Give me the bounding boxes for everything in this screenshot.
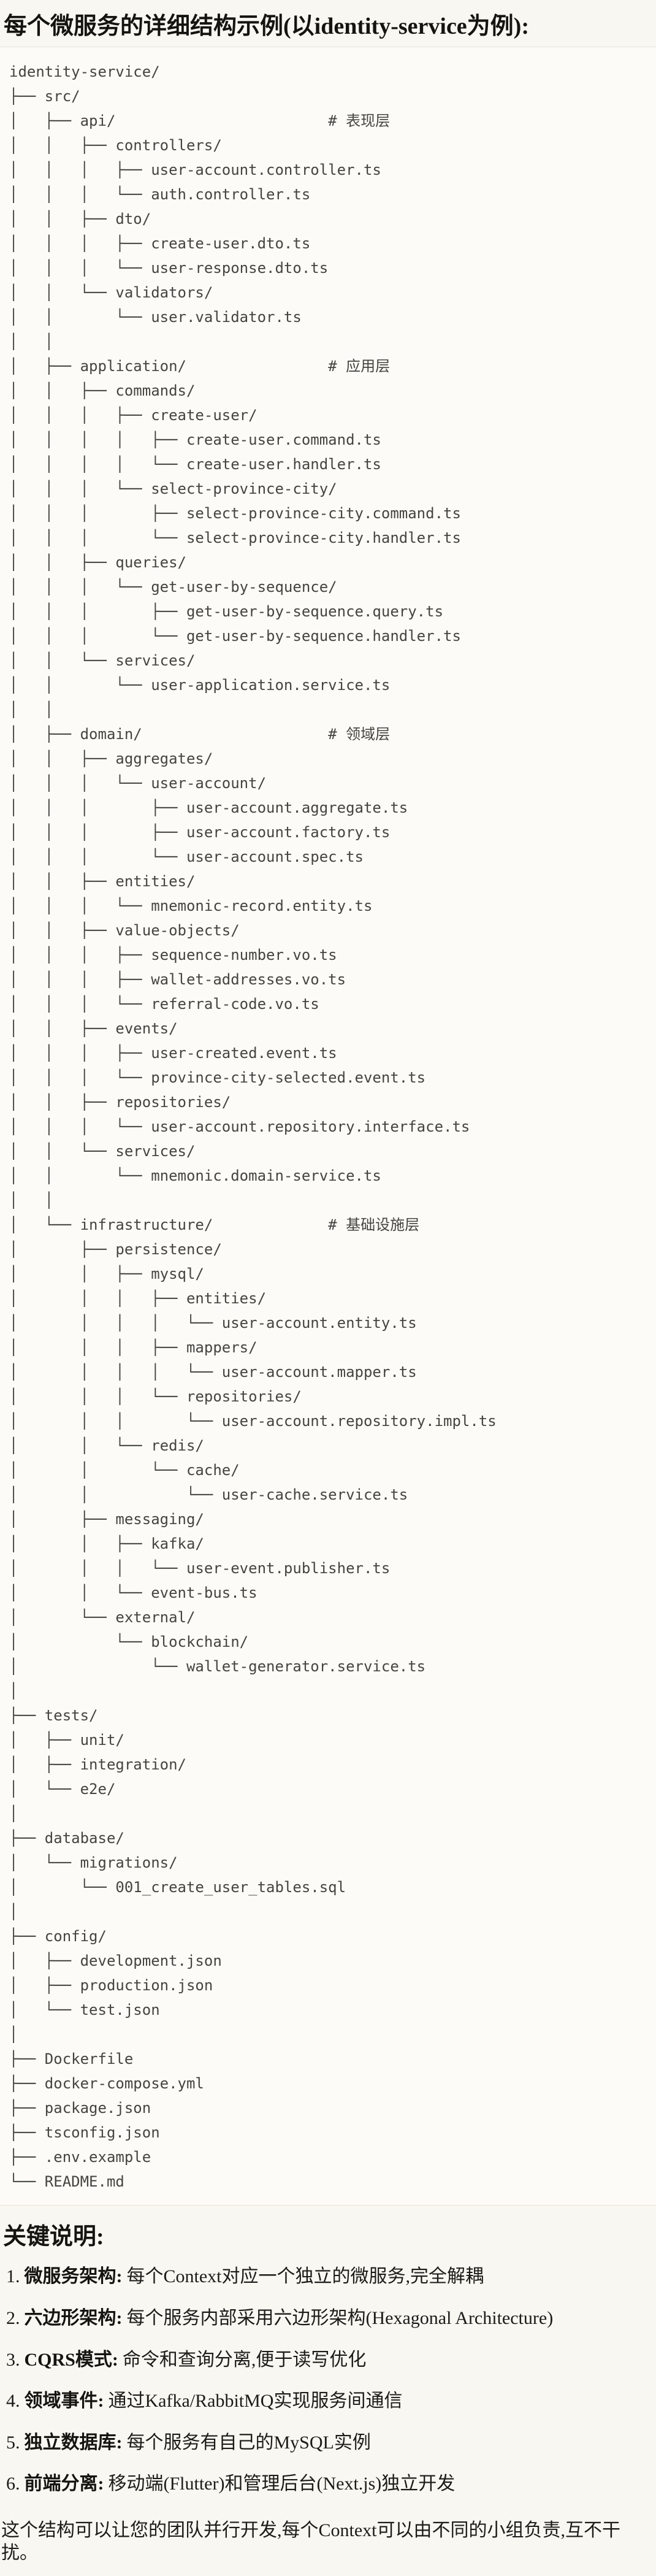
note-desc: 通过Kafka/RabbitMQ实现服务间通信 <box>108 2391 403 2412</box>
directory-tree: identity-service/ ├── src/ │ ├── api/ # … <box>9 63 497 2190</box>
note-number: 1. <box>6 2266 20 2287</box>
note-item-microservices: 1.微服务架构:每个Context对应一个独立的微服务,完全解耦 <box>6 2266 656 2287</box>
note-item-cqrs: 3.CQRS模式:命令和查询分离,便于读写优化 <box>6 2350 656 2371</box>
note-item-domain-events: 4.领域事件:通过Kafka/RabbitMQ实现服务间通信 <box>6 2391 656 2412</box>
page-title: 每个微服务的详细结构示例(以identity-service为例): <box>4 13 529 39</box>
note-term: 前端分离: <box>24 2474 104 2494</box>
note-term: 领域事件: <box>24 2391 104 2412</box>
note-desc: 每个服务内部采用六边形架构(Hexagonal Architecture) <box>126 2307 554 2328</box>
note-term: CQRS模式: <box>24 2349 118 2370</box>
note-item-frontend-separation: 6.前端分离:移动端(Flutter)和管理后台(Next.js)独立开发 <box>6 2474 656 2494</box>
note-desc: 命令和查询分离,便于读写优化 <box>122 2349 367 2370</box>
note-desc: 每个Context对应一个独立的微服务,完全解耦 <box>126 2266 484 2287</box>
note-term: 独立数据库: <box>24 2432 123 2453</box>
closing-paragraph: 这个结构可以让您的团队并行开发,每个Context可以由不同的小组负责,互不干扰… <box>1 2520 620 2564</box>
note-number: 4. <box>6 2391 20 2412</box>
code-block: identity-service/ ├── src/ │ ├── api/ # … <box>0 46 656 2206</box>
note-term: 六边形架构: <box>24 2307 123 2328</box>
note-number: 3. <box>6 2349 20 2370</box>
note-number: 2. <box>6 2307 20 2328</box>
note-item-independent-db: 5.独立数据库:每个服务有自己的MySQL实例 <box>6 2432 656 2453</box>
note-desc: 移动端(Flutter)和管理后台(Next.js)独立开发 <box>108 2474 456 2494</box>
note-item-hexagonal: 2.六边形架构:每个服务内部采用六边形架构(Hexagonal Architec… <box>6 2308 656 2329</box>
note-number: 6. <box>6 2474 20 2494</box>
notes-list: 1.微服务架构:每个Context对应一个独立的微服务,完全解耦 2.六边形架构… <box>0 2266 656 2494</box>
note-term: 微服务架构: <box>24 2266 123 2287</box>
notes-heading: 关键说明: <box>3 2223 104 2250</box>
note-number: 5. <box>6 2432 20 2453</box>
note-desc: 每个服务有自己的MySQL实例 <box>126 2432 371 2453</box>
